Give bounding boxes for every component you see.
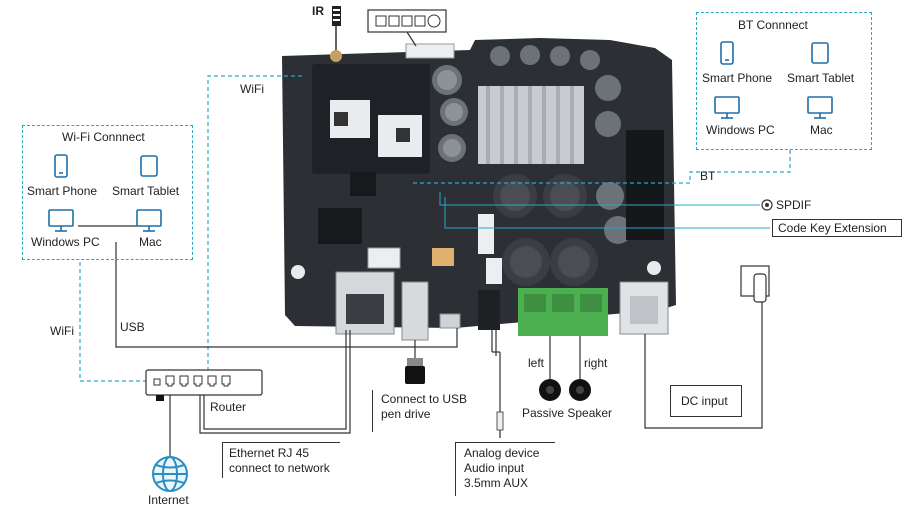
wifi-connect-panel: [22, 125, 193, 260]
bt-smart-tablet-label: Smart Tablet: [787, 71, 855, 85]
code-key-extension-box: [772, 219, 902, 237]
aux-plug-icon: [496, 411, 504, 438]
ethernet-callout-line-2: connect to network: [229, 461, 330, 475]
left-speaker-label: left: [528, 356, 545, 370]
wifi-windows-pc-label: Windows PC: [31, 235, 100, 249]
globe-icon: [152, 456, 188, 492]
ethernet-callout-line-1: Ethernet RJ 45: [229, 446, 310, 460]
wireless-links: [79, 75, 791, 382]
bt-mac-label: Mac: [810, 123, 833, 137]
ir-label: IR: [312, 4, 324, 18]
usb-drive-icon: [405, 358, 425, 384]
speaker-terminal-block: [518, 288, 608, 336]
router-label: Router: [210, 400, 247, 414]
right-speaker-label: right: [584, 356, 608, 370]
analog-callout-line-2: Audio input: [464, 461, 525, 475]
usb-label: USB: [120, 320, 145, 334]
amplifier-board: [282, 38, 676, 341]
bt-connect-panel: [696, 12, 872, 150]
wifi-top-label: WiFi: [240, 82, 264, 96]
bt-panel-title: BT Connnect: [738, 18, 808, 32]
bt-panel-icons: [714, 41, 833, 119]
passive-speaker-label: Passive Speaker: [522, 406, 613, 420]
bt-label: BT: [700, 169, 716, 183]
heatsink: [478, 86, 584, 164]
port-callout-lines: [439, 192, 770, 229]
dc-input-label: DC input: [681, 394, 728, 408]
wifi-smart-phone-label: Smart Phone: [27, 184, 98, 198]
wifi-left-label: WiFi: [50, 324, 74, 338]
ir-receiver-icon: [330, 6, 342, 62]
cable-lines: [78, 225, 763, 460]
router-icon: [145, 369, 263, 401]
key-connector-icon: [367, 9, 447, 47]
wall-outlet-icon: [740, 265, 770, 303]
usb-callout-line-1: Connect to USB: [381, 392, 468, 406]
rj45-port: [335, 271, 395, 335]
internet-label: Internet: [148, 493, 189, 507]
disc-icon: [761, 199, 773, 211]
bt-smart-phone-label: Smart Phone: [702, 71, 773, 85]
analog-callout-line-3: 3.5mm AUX: [464, 476, 529, 490]
wifi-smart-tablet-label: Smart Tablet: [112, 184, 180, 198]
dc-input-callout: DC input: [670, 385, 742, 417]
analog-aux-callout: Analog device Audio input 3.5mm AUX: [455, 442, 555, 496]
spdif-label: SPDIF: [776, 198, 812, 212]
usb-callout-line-2: pen drive: [381, 407, 431, 421]
wifi-panel-icons: [48, 154, 162, 232]
usb-pen-drive-callout: Connect to USB pen drive: [372, 390, 478, 432]
ethernet-callout: Ethernet RJ 45 connect to network: [222, 442, 340, 478]
speaker-icon: [539, 379, 591, 401]
wifi-panel-title: Wi-Fi Connnect: [62, 130, 145, 144]
code-key-extension-label: Code Key Extension: [778, 221, 887, 235]
wifi-mac-label: Mac: [139, 235, 162, 249]
analog-callout-line-1: Analog device: [464, 446, 540, 460]
bt-windows-pc-label: Windows PC: [706, 123, 775, 137]
